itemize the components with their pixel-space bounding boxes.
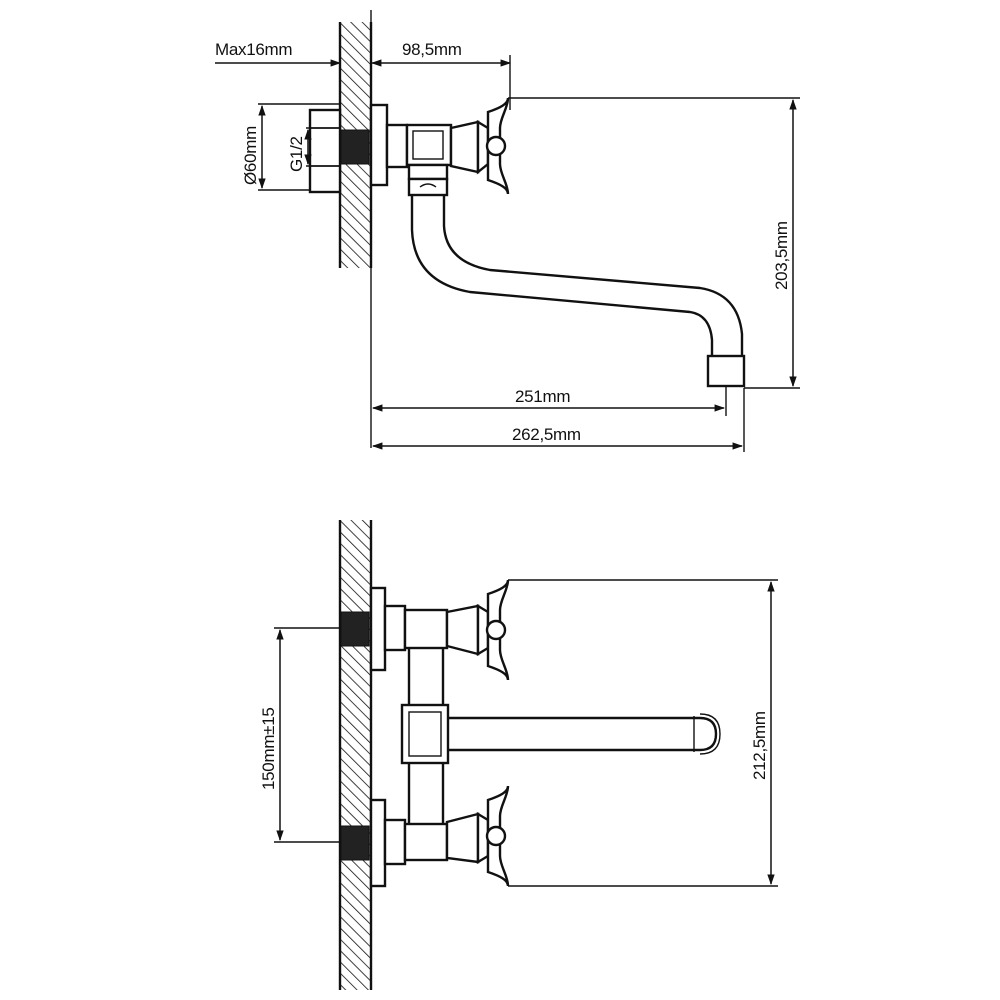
label-total-height: 212,5mm: [750, 711, 769, 780]
cross-handle-front-lower: [485, 785, 510, 887]
horizontal-spout-front: [448, 713, 721, 755]
dimension-lines-front: [274, 579, 778, 887]
swivel-collar-top: [407, 163, 449, 197]
dimension-lines-top: [215, 10, 800, 452]
faucet-body-top: [385, 119, 490, 175]
upper-inlet-front: [340, 586, 490, 672]
label-height: 203,5mm: [772, 221, 791, 290]
label-spout-reach: 251mm: [515, 387, 570, 406]
label-thread-size: G1/2: [287, 136, 306, 172]
front-view: 150mm±15 212,5mm: [259, 520, 778, 990]
top-view: Max16mm 98,5mm Ø60mm G1/2 203,5mm 251mm …: [215, 10, 800, 452]
label-inlet-spacing: 150mm±15: [259, 707, 278, 790]
label-total-reach: 262,5mm: [512, 425, 581, 444]
label-flange-diameter: Ø60mm: [241, 126, 260, 185]
wall-section-front: [338, 520, 373, 990]
s-spout-top: [410, 196, 746, 388]
label-wall-thickness: Max16mm: [215, 40, 292, 59]
vertical-body-front: [400, 648, 450, 824]
label-handle-offset: 98,5mm: [402, 40, 462, 59]
cross-handle-front-upper: [485, 579, 510, 681]
lower-inlet-front: [340, 798, 490, 888]
cross-handle-top: [485, 97, 510, 195]
